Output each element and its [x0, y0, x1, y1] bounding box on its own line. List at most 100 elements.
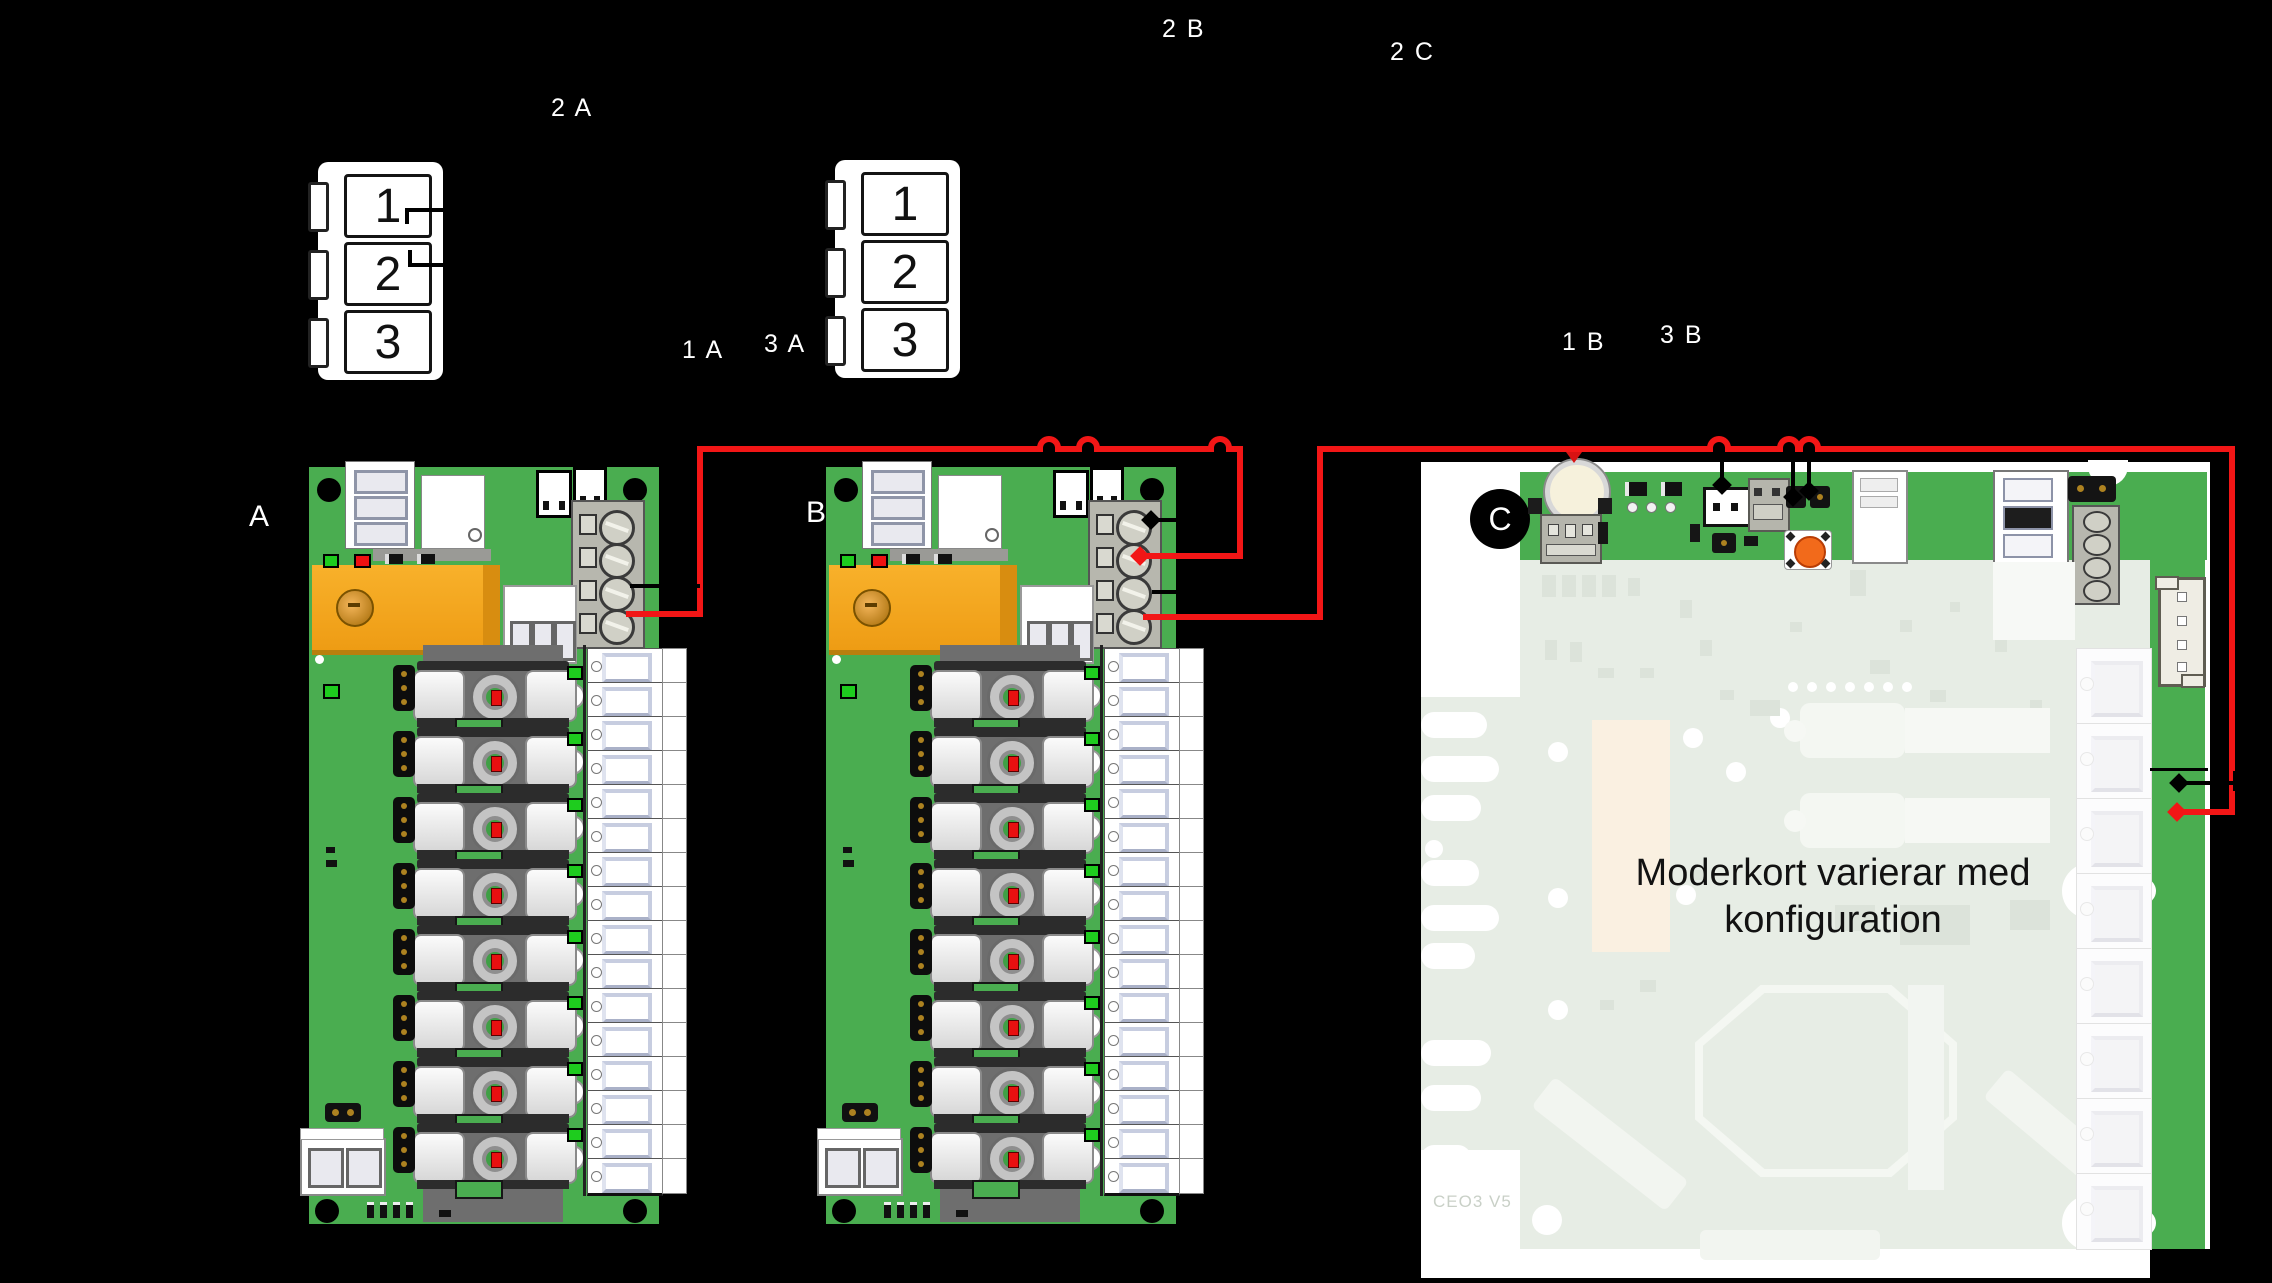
header-pin: [918, 935, 924, 941]
faded-screw: [2080, 1127, 2094, 1141]
lead-c-terminal-end: [2233, 771, 2237, 791]
aux-connector: [817, 1128, 903, 1196]
terminal-screw: [1108, 695, 1119, 706]
relay-knob: [853, 589, 891, 627]
fuse-holder: [470, 1002, 520, 1052]
fuse-holder: [987, 1134, 1037, 1184]
terminal-screw: [1108, 865, 1119, 876]
wire-slot: [1096, 547, 1114, 568]
terminal-tab: [1179, 1090, 1204, 1126]
wire-slot: [579, 547, 597, 568]
relay-knob: [336, 589, 374, 627]
relay-shadow: [829, 650, 1017, 655]
terminal-opening: [1119, 1163, 1169, 1193]
connector-pin-3: 3: [344, 310, 432, 374]
mounting-hole: [1140, 1199, 1164, 1223]
pin-header: [393, 1127, 415, 1173]
terminal-opening: [1119, 925, 1169, 955]
solder-pin: [884, 1202, 891, 1218]
relay-board-b: [817, 461, 1204, 1224]
connector-tab: [308, 250, 329, 300]
header-pin: [401, 1095, 407, 1101]
output-terminal: [1104, 784, 1204, 820]
green-led: [323, 554, 339, 568]
fuse-clip: [417, 991, 569, 1001]
pin-header: [910, 731, 932, 777]
faded-pad: [1788, 682, 1798, 692]
connector-pin-1: 1: [861, 172, 949, 236]
terminal-opening: [1119, 721, 1169, 751]
faded-part: [1598, 668, 1614, 678]
faded-part: [1750, 700, 1780, 716]
fuse-clip: [417, 925, 569, 935]
green-led: [1084, 996, 1100, 1010]
output-terminal: [1104, 954, 1204, 992]
fuse-holder: [987, 1002, 1037, 1052]
terminal-opening: [1119, 959, 1169, 989]
lead-c-connector: [1720, 452, 1724, 484]
output-terminal: [587, 784, 687, 820]
fuse-holder: [987, 1068, 1037, 1118]
terminal-tab: [662, 648, 687, 684]
fuse-clip: [417, 727, 569, 737]
fuse-holder: [470, 936, 520, 986]
smd-part: [326, 847, 335, 853]
relay-edge: [483, 565, 500, 650]
smd-part: [843, 860, 854, 867]
terminal-opening: [1119, 823, 1169, 853]
faded-module: [1592, 720, 1670, 952]
knob-slot: [348, 603, 360, 607]
terminal-screw: [1108, 967, 1119, 978]
pin-header: [910, 863, 932, 909]
wire-b-riser: [1317, 446, 1323, 620]
header-pin: [918, 1015, 924, 1021]
fuse-holder: [987, 738, 1037, 788]
jumper-pair: [842, 1103, 878, 1122]
wire-label-1a: 1 A: [682, 336, 725, 364]
header-pin: [918, 1029, 924, 1035]
faded-part: [1900, 620, 1912, 632]
faded-part: [1870, 660, 1890, 674]
fuse-element: [1008, 756, 1019, 772]
fuse-element: [1008, 1152, 1019, 1168]
smd-part: [1712, 533, 1736, 553]
wire-hop: [1208, 436, 1232, 452]
terminal-opening: [602, 1129, 652, 1159]
terminal-screw: [1108, 1171, 1119, 1182]
screw: [468, 528, 482, 542]
terminal-screw: [591, 933, 602, 944]
output-terminal: [1104, 988, 1204, 1024]
faded-screw: [2080, 752, 2094, 766]
faded-part: [1628, 578, 1640, 596]
header-pin: [401, 949, 407, 955]
fuse-clip: [417, 859, 569, 869]
terminal-screw: [1108, 899, 1119, 910]
fuse-clip: [934, 859, 1086, 869]
screw-slit: [1122, 587, 1146, 599]
terminal-tab: [662, 920, 687, 956]
mounting-hole: [832, 1199, 856, 1223]
terminal-slot: [871, 470, 925, 494]
fuse-element: [491, 1086, 502, 1102]
pin-header: [393, 929, 415, 975]
screw-terminal-block: [571, 500, 645, 649]
green-led: [1084, 1062, 1100, 1076]
header-pin: [918, 685, 924, 691]
header-pin: [864, 1109, 871, 1116]
fuse-element: [1008, 690, 1019, 706]
header-pin: [401, 963, 407, 969]
fuse-holder: [470, 672, 520, 722]
board-b-label: B: [806, 496, 827, 529]
input-terminal: [345, 461, 415, 549]
power-relay: [829, 565, 1017, 655]
terminal-slot: [871, 496, 925, 520]
green-led: [567, 864, 583, 878]
output-terminal: [1104, 852, 1204, 888]
smd-part: [1598, 522, 1608, 544]
board-c-note-line1: Moderkort varierar med: [1635, 852, 2031, 894]
wire-hop: [1797, 436, 1821, 452]
terminal-screw: [1108, 763, 1119, 774]
smd-resistor: [1661, 482, 1682, 496]
terminal-tab: [1179, 1056, 1204, 1092]
